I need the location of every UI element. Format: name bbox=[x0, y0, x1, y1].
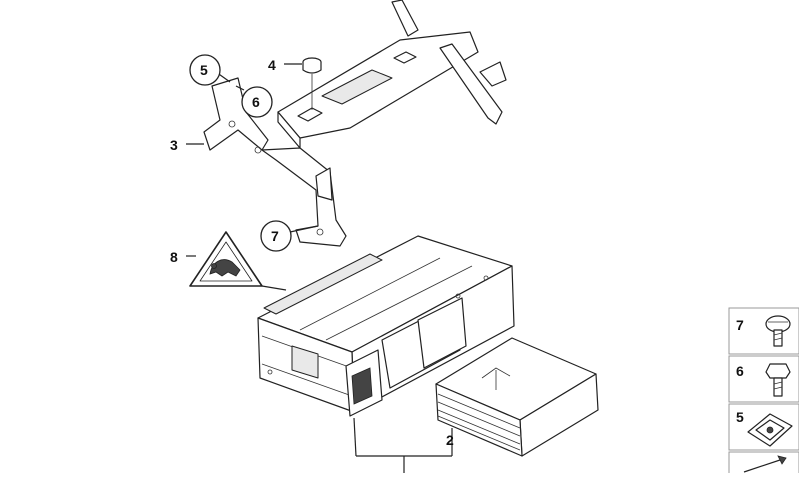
legend-item-6: 6 bbox=[728, 355, 799, 403]
cd-changer-unit bbox=[257, 235, 515, 417]
legend-item-6-number: 6 bbox=[736, 363, 744, 379]
callout-5-circle bbox=[189, 54, 221, 86]
clip-nut-icon bbox=[747, 413, 793, 447]
cd-magazine bbox=[435, 337, 599, 457]
fastener-legend: 7 6 5 bbox=[728, 307, 799, 478]
callouts: 3 4 5 6 7 8 2 bbox=[170, 54, 454, 448]
callout-6-circle bbox=[241, 86, 273, 118]
callout-7-circle bbox=[260, 220, 292, 252]
legend-item-partial bbox=[728, 451, 799, 478]
oval-head-screw-icon bbox=[765, 315, 791, 347]
arrow-icon bbox=[743, 455, 787, 473]
warning-label-icon bbox=[189, 231, 263, 287]
legend-item-5: 5 bbox=[728, 403, 799, 451]
callout-8: 8 bbox=[170, 249, 178, 265]
legend-item-5-number: 5 bbox=[736, 409, 744, 425]
legend-item-7: 7 bbox=[728, 307, 799, 355]
callout-4: 4 bbox=[268, 57, 276, 73]
callout-5: 5 bbox=[200, 62, 208, 78]
hex-bolt-icon bbox=[765, 363, 791, 397]
mounting-bracket bbox=[203, 0, 507, 247]
rubber-grommet bbox=[302, 57, 322, 110]
legend-item-7-number: 7 bbox=[736, 317, 744, 333]
callout-6: 6 bbox=[252, 94, 260, 110]
callout-3: 3 bbox=[170, 137, 178, 153]
callout-2: 2 bbox=[446, 432, 454, 448]
callout-7: 7 bbox=[271, 228, 279, 244]
